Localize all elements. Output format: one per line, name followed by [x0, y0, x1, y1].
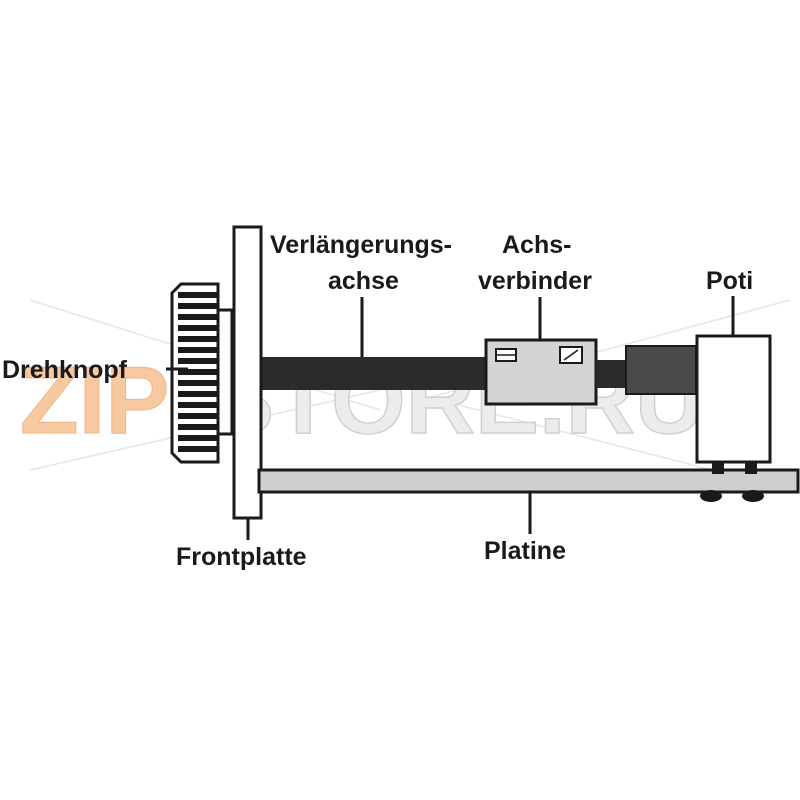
label-achsverbinder-2: verbinder [478, 267, 592, 295]
labels: Drehknopf Verlängerungs- achse Achs- ver… [2, 231, 753, 571]
leader-lines [166, 296, 735, 540]
knob-ribs [178, 292, 218, 452]
label-verlaengerungsachse-2: achse [328, 267, 399, 295]
label-achsverbinder-1: Achs- [502, 231, 571, 259]
extension-shaft [232, 357, 490, 390]
label-poti: Poti [706, 267, 753, 295]
shaft-coupler [484, 338, 598, 406]
label-drehknopf: Drehknopf [2, 356, 128, 384]
rotary-knob [170, 282, 234, 464]
front-panel [232, 225, 263, 520]
watermark-zip: ZIP [20, 347, 169, 454]
label-platine: Platine [484, 537, 566, 565]
label-verlaengerungsachse-1: Verlängerungs- [270, 231, 452, 259]
pot-shaft-stub [596, 360, 626, 388]
solder-joint-left [700, 490, 722, 502]
label-frontplatte: Frontplatte [176, 543, 307, 571]
pot-shaft-bushing [625, 345, 697, 395]
solder-joint-right [742, 490, 764, 502]
